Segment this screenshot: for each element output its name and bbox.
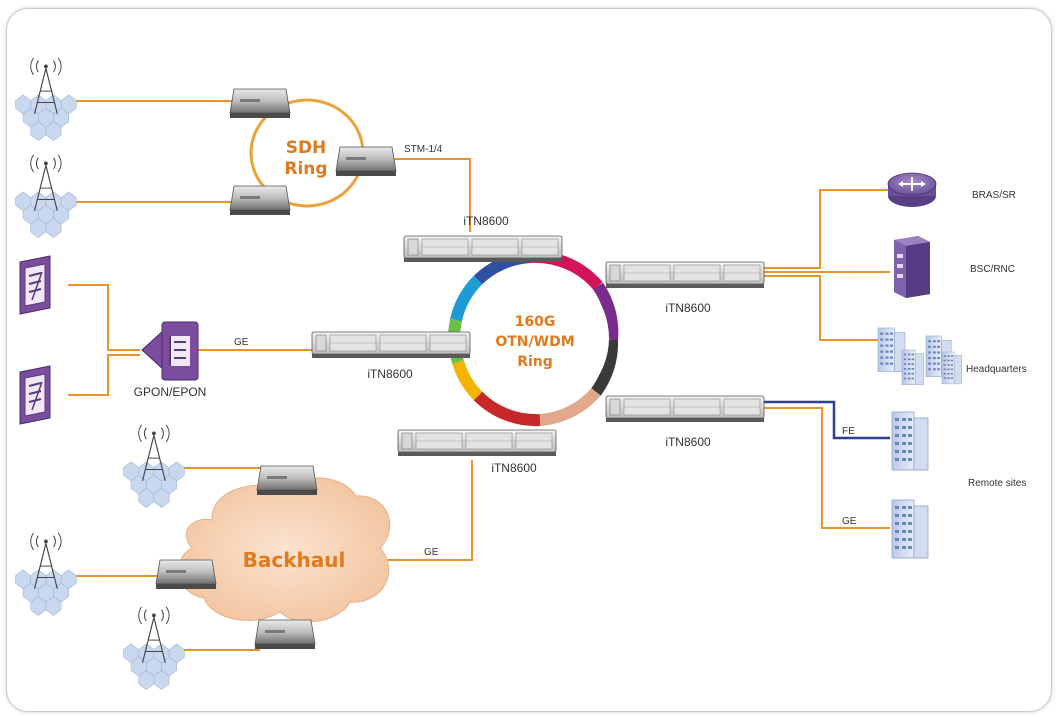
itn8600-label: iTN8600	[367, 367, 413, 381]
onu-device-icon	[19, 365, 51, 425]
orange-links	[68, 100, 890, 651]
cell-tower-icon	[122, 424, 185, 509]
backhaul-label: Backhaul	[243, 548, 346, 572]
link-onu2-olt	[68, 354, 140, 396]
olt-device-icon	[141, 321, 199, 381]
ge-label: GE	[234, 337, 249, 348]
link-hq	[756, 275, 880, 341]
cell-tower-icon	[14, 57, 77, 142]
itn8600-device-top	[403, 235, 563, 263]
sdh-ring-label-line1: SDH	[286, 138, 327, 158]
bsc-rack-icon	[894, 236, 930, 298]
itn8600-label: iTN8600	[665, 301, 711, 315]
buildings-icon	[877, 327, 963, 386]
bsc-label: BSC/RNC	[970, 264, 1015, 275]
stm-label: STM-1/4	[404, 144, 443, 155]
otn-ring-inner	[461, 264, 609, 412]
link-stm	[394, 158, 471, 232]
itn8600-label: iTN8600	[491, 461, 537, 475]
otn-ring-label-line1: 160G	[515, 314, 556, 330]
cell-tower-icon	[122, 606, 185, 691]
transmission-device-icon	[229, 185, 291, 216]
link-fe-remote	[760, 400, 890, 440]
otn-ring-label-line2: OTN/WDM	[495, 334, 574, 350]
transmission-device-icon	[254, 619, 316, 650]
ge-label: GE	[842, 516, 857, 527]
buildings-icon	[891, 499, 929, 559]
onu-device-icon	[19, 255, 51, 315]
sdh-ring-label-line2: Ring	[284, 159, 327, 179]
link-bh-ge	[384, 460, 473, 561]
link-onu1-olt	[68, 284, 140, 351]
itn8600-device-bottom	[397, 429, 557, 457]
transmission-device-icon	[256, 465, 318, 496]
link-ge-remote	[760, 407, 890, 529]
itn8600-device-left	[311, 331, 471, 359]
bras-label: BRAS/SR	[972, 190, 1016, 201]
cell-tower-icon	[14, 154, 77, 239]
ge-label: GE	[424, 547, 439, 558]
headquarters-label: Headquarters	[966, 364, 1027, 375]
cell-tower-icon	[14, 532, 77, 617]
itn8600-device-right-bottom	[605, 395, 765, 423]
transmission-device-icon	[335, 146, 397, 177]
itn8600-label: iTN8600	[665, 435, 711, 449]
remote-sites-label: Remote sites	[968, 478, 1026, 489]
link-bras	[756, 189, 890, 269]
fe-label: FE	[842, 426, 855, 437]
buildings-icon	[891, 411, 929, 471]
itn8600-label: iTN8600	[463, 214, 509, 228]
itn8600-device-right-top	[605, 261, 765, 289]
transmission-device-icon	[155, 559, 217, 590]
otn-ring-label-line3: Ring	[517, 354, 553, 370]
gpon-label: GPON/EPON	[134, 385, 207, 399]
transmission-device-icon	[229, 88, 291, 119]
router-icon	[887, 172, 937, 207]
